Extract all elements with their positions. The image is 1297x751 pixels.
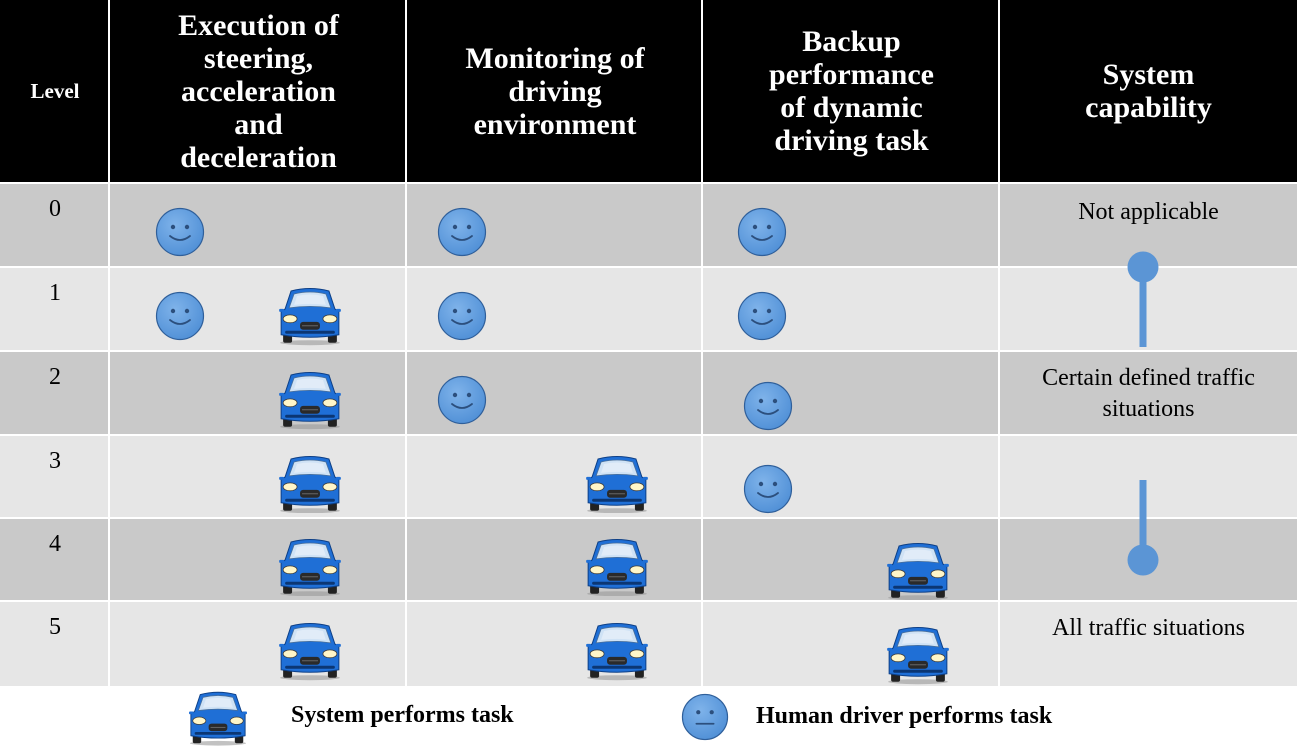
system-car-icon [279, 455, 341, 513]
human-driver-icon [155, 291, 205, 340]
system-car-icon [279, 623, 341, 681]
capability-level2: Certain defined traffic situations [1000, 363, 1297, 425]
header-level: Level [0, 0, 110, 182]
legend-human-label: Human driver performs task [756, 703, 1053, 729]
capability-range-top-marker [1127, 251, 1159, 347]
system-car-icon [279, 538, 341, 596]
human-driver-icon [437, 375, 487, 424]
capability-level2-line: situations [1102, 396, 1195, 422]
table-row [0, 519, 1297, 600]
header-level-text: Level [31, 75, 80, 108]
header-monitoring-line: Monitoring of [465, 41, 645, 75]
header-backup-line: driving task [774, 124, 929, 157]
system-car-icon [279, 288, 341, 346]
system-car-icon [586, 623, 648, 681]
row-divider [0, 182, 1297, 184]
header-execution-line: acceleration [181, 74, 336, 108]
header-monitoring-line: environment [473, 107, 637, 141]
level-number: 0 [49, 196, 61, 222]
header-monitoring-line: driving [508, 74, 602, 108]
column-divider [405, 0, 407, 686]
row-divider [0, 600, 1297, 602]
system-car-icon [887, 627, 949, 685]
capability-range-bottom-marker [1127, 480, 1159, 576]
capability-level0: Not applicable [1078, 199, 1219, 225]
level-number: 3 [49, 448, 61, 474]
system-car-icon [586, 538, 648, 596]
header-backup-line: performance [769, 58, 934, 91]
row-divider [0, 266, 1297, 268]
header-capability-line: capability [1085, 91, 1212, 124]
level-number: 1 [49, 280, 61, 306]
system-car-icon [887, 542, 949, 600]
legend-system-car-icon [189, 692, 247, 747]
column-divider [108, 0, 110, 686]
header-execution-line: Execution of [178, 8, 339, 42]
level-number: 5 [49, 614, 61, 640]
level-number: 4 [49, 531, 61, 557]
row-divider [0, 517, 1297, 519]
system-car-icon [279, 372, 341, 430]
row-divider [0, 434, 1297, 436]
header-level-line: Level [30, 78, 80, 103]
capability-level5: All traffic situations [1052, 615, 1245, 641]
header-backup-line: of dynamic [780, 91, 923, 124]
header-execution-line: deceleration [180, 140, 337, 174]
header-execution-line: steering, [203, 41, 314, 75]
column-divider [701, 0, 703, 686]
human-driver-icon [737, 207, 787, 256]
human-driver-icon [437, 207, 487, 256]
human-driver-icon [743, 464, 793, 514]
table-row [0, 268, 1297, 350]
table-row [0, 602, 1297, 686]
human-driver-legend-icon [681, 693, 729, 741]
table-row [0, 352, 1297, 434]
row-divider [0, 350, 1297, 352]
legend-system-label: System performs task [291, 702, 514, 728]
table-row [0, 184, 1297, 266]
human-driver-icon [737, 291, 787, 340]
capability-level2-line: Certain defined traffic [1042, 365, 1255, 391]
human-driver-icon [155, 207, 205, 256]
header-capability-line: System [1102, 58, 1195, 91]
table-row [0, 436, 1297, 517]
system-car-icon [586, 455, 648, 513]
human-driver-icon [743, 381, 793, 430]
level-number: 2 [49, 364, 61, 390]
header-backup-line: Backup [802, 25, 901, 58]
human-driver-icon [437, 291, 487, 340]
column-divider [998, 0, 1000, 686]
header-execution-line: and [234, 107, 283, 141]
